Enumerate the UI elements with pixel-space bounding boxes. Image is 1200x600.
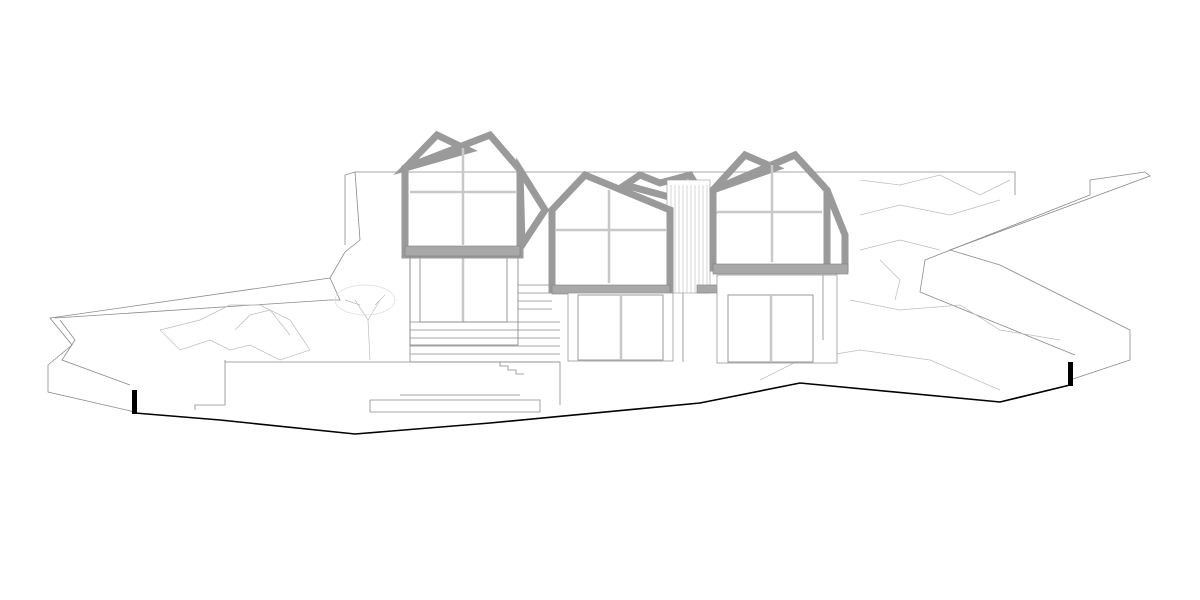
house-2 (548, 170, 718, 362)
terrain-walls (47, 171, 1151, 413)
house-1 (393, 130, 560, 363)
ground-line (132, 362, 1073, 435)
wall-section-right (1068, 362, 1073, 386)
vertical-cladding (666, 179, 711, 294)
tree (334, 284, 396, 361)
rock-outlines (159, 174, 1061, 391)
wall-section-left (132, 390, 137, 414)
house-3 (709, 150, 849, 364)
